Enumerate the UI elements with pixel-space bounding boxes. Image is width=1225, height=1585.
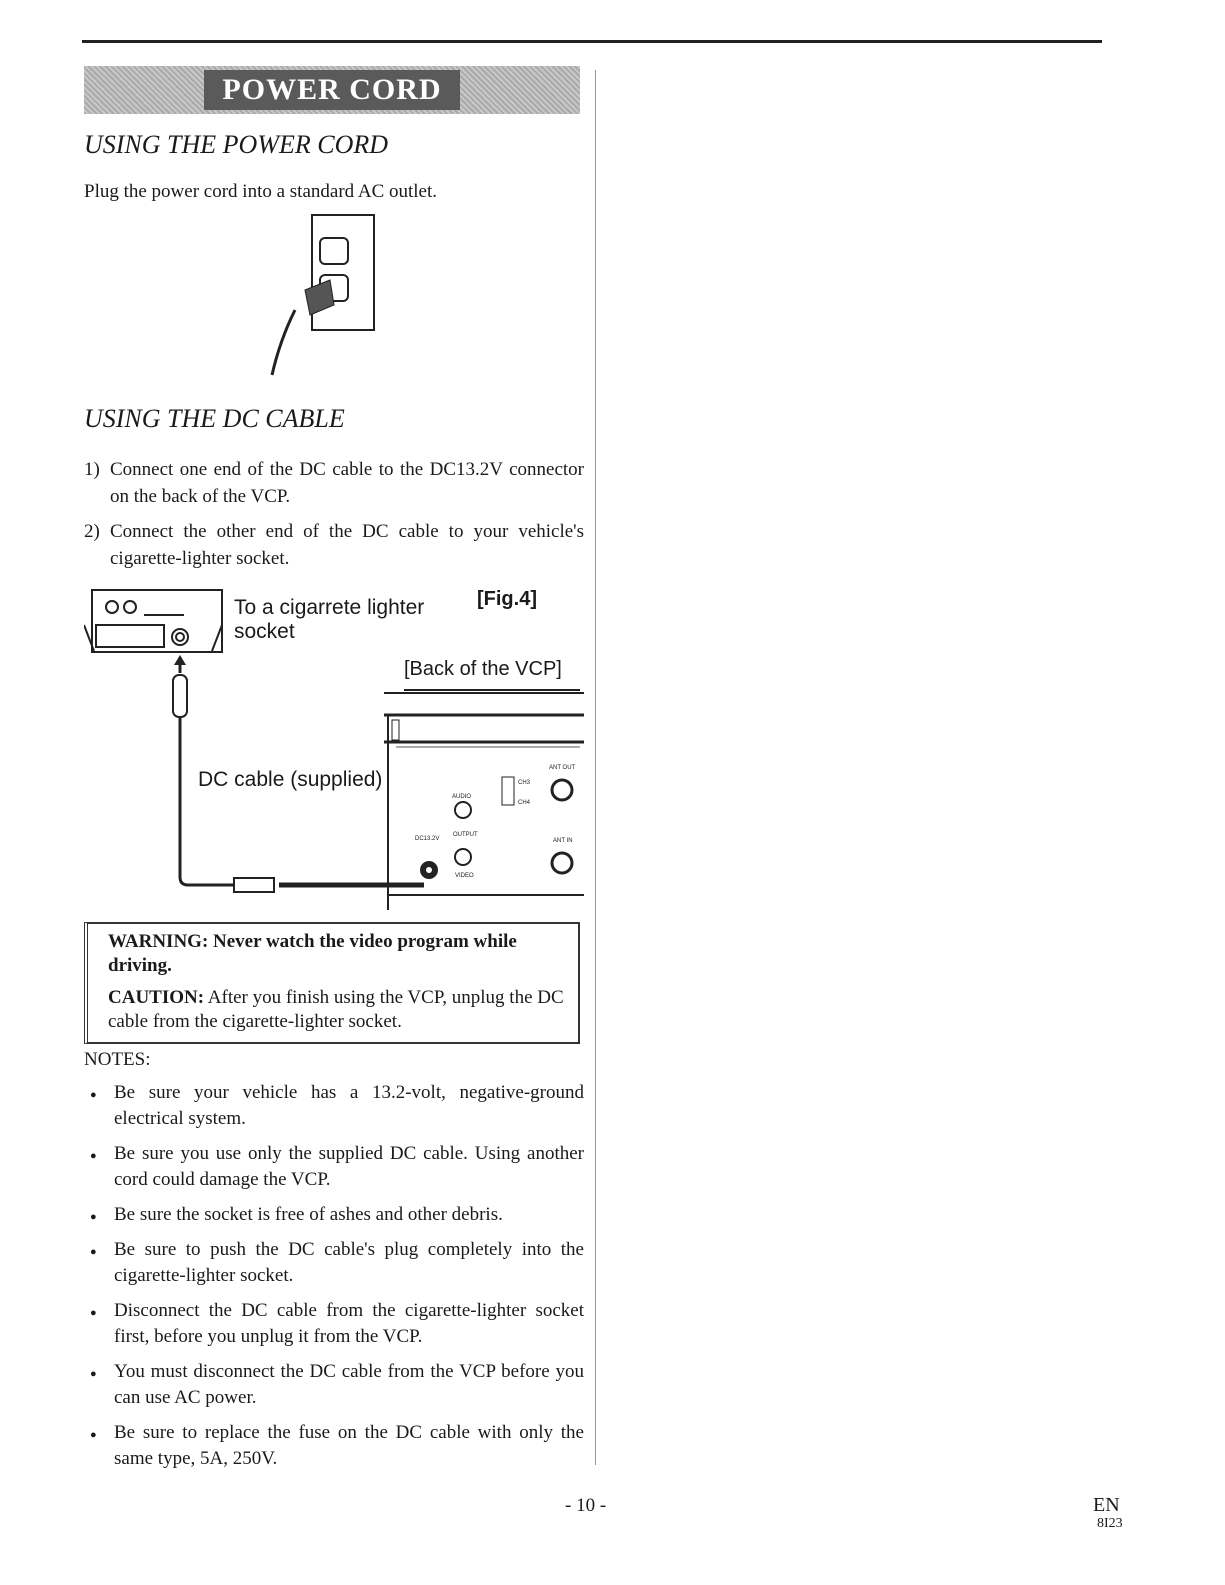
- dc-cable-heading: USING THE DC CABLE: [84, 404, 345, 433]
- step-text: Connect one end of the DC cable to the D…: [110, 459, 584, 507]
- page-number: - 10 -: [565, 1495, 607, 1516]
- language-code: EN: [1093, 1494, 1120, 1516]
- step-2: 2) Connect the other end of the DC cable …: [84, 518, 584, 572]
- caution-label: CAUTION:: [108, 987, 205, 1008]
- power-cord-text: Plug the power cord into a standard AC o…: [84, 181, 438, 202]
- section-banner: POWER CORD: [84, 66, 580, 114]
- caution-text: After you finish using the VCP, unplug t…: [108, 987, 564, 1032]
- outlet-illustration: [270, 214, 375, 376]
- warning-box: WARNING: Never watch the video program w…: [84, 922, 580, 1044]
- model-code: 8I23: [1097, 1516, 1123, 1528]
- step-number: 1): [84, 459, 100, 480]
- step-text: Connect the other end of the DC cable to…: [110, 521, 584, 569]
- step-1: 1) Connect one end of the DC cable to the…: [84, 456, 584, 510]
- ch3-label: CH3: [518, 780, 531, 786]
- note-item: Disconnect the DC cable from the cigaret…: [86, 1298, 584, 1350]
- warning: WARNING: Never watch the video program w…: [108, 930, 572, 978]
- note-item: Be sure to push the DC cable's plug comp…: [86, 1237, 584, 1289]
- audio-jack-label: AUDIO: [452, 794, 472, 800]
- ant-in-label: ANT IN: [553, 838, 573, 844]
- lighter-socket-illustration: [84, 589, 223, 653]
- notes-list: Be sure your vehicle has a 13.2-volt, ne…: [86, 1080, 584, 1481]
- ant-out-label: ANT OUT: [549, 765, 576, 771]
- note-item: Be sure you use only the supplied DC cab…: [86, 1141, 584, 1193]
- fig4-diagram: [84, 589, 584, 910]
- output-label: OUTPUT: [453, 832, 478, 838]
- dc-steps: 1) Connect one end of the DC cable to the…: [84, 456, 584, 572]
- caution: CAUTION: After you finish using the VCP,…: [108, 986, 572, 1034]
- note-item: You must disconnect the DC cable from th…: [86, 1359, 584, 1411]
- note-item: Be sure to replace the fuse on the DC ca…: [86, 1420, 584, 1472]
- note-item: Be sure your vehicle has a 13.2-volt, ne…: [86, 1080, 584, 1132]
- top-rule: [82, 40, 1102, 43]
- warning-label: WARNING:: [108, 931, 209, 952]
- notes-heading: NOTES:: [84, 1049, 151, 1070]
- dc-jack-label: DC13.2V: [415, 836, 440, 842]
- section-title: POWER CORD: [204, 70, 460, 110]
- lighter-label: To a cigarrete lighter socket: [234, 596, 425, 643]
- fig-label: [Fig.4]: [477, 588, 537, 610]
- note-item: Be sure the socket is free of ashes and …: [86, 1202, 584, 1230]
- column-divider: [595, 70, 596, 1465]
- ch4-label: CH4: [518, 800, 531, 806]
- power-cord-heading: USING THE POWER CORD: [84, 130, 389, 159]
- cable-label: DC cable (supplied): [198, 768, 383, 792]
- step-number: 2): [84, 521, 100, 542]
- video-jack-label: VIDEO: [455, 873, 474, 879]
- back-of-vcp-label: [Back of the VCP]: [404, 658, 580, 691]
- warning-text: Never watch the video program while driv…: [108, 931, 517, 976]
